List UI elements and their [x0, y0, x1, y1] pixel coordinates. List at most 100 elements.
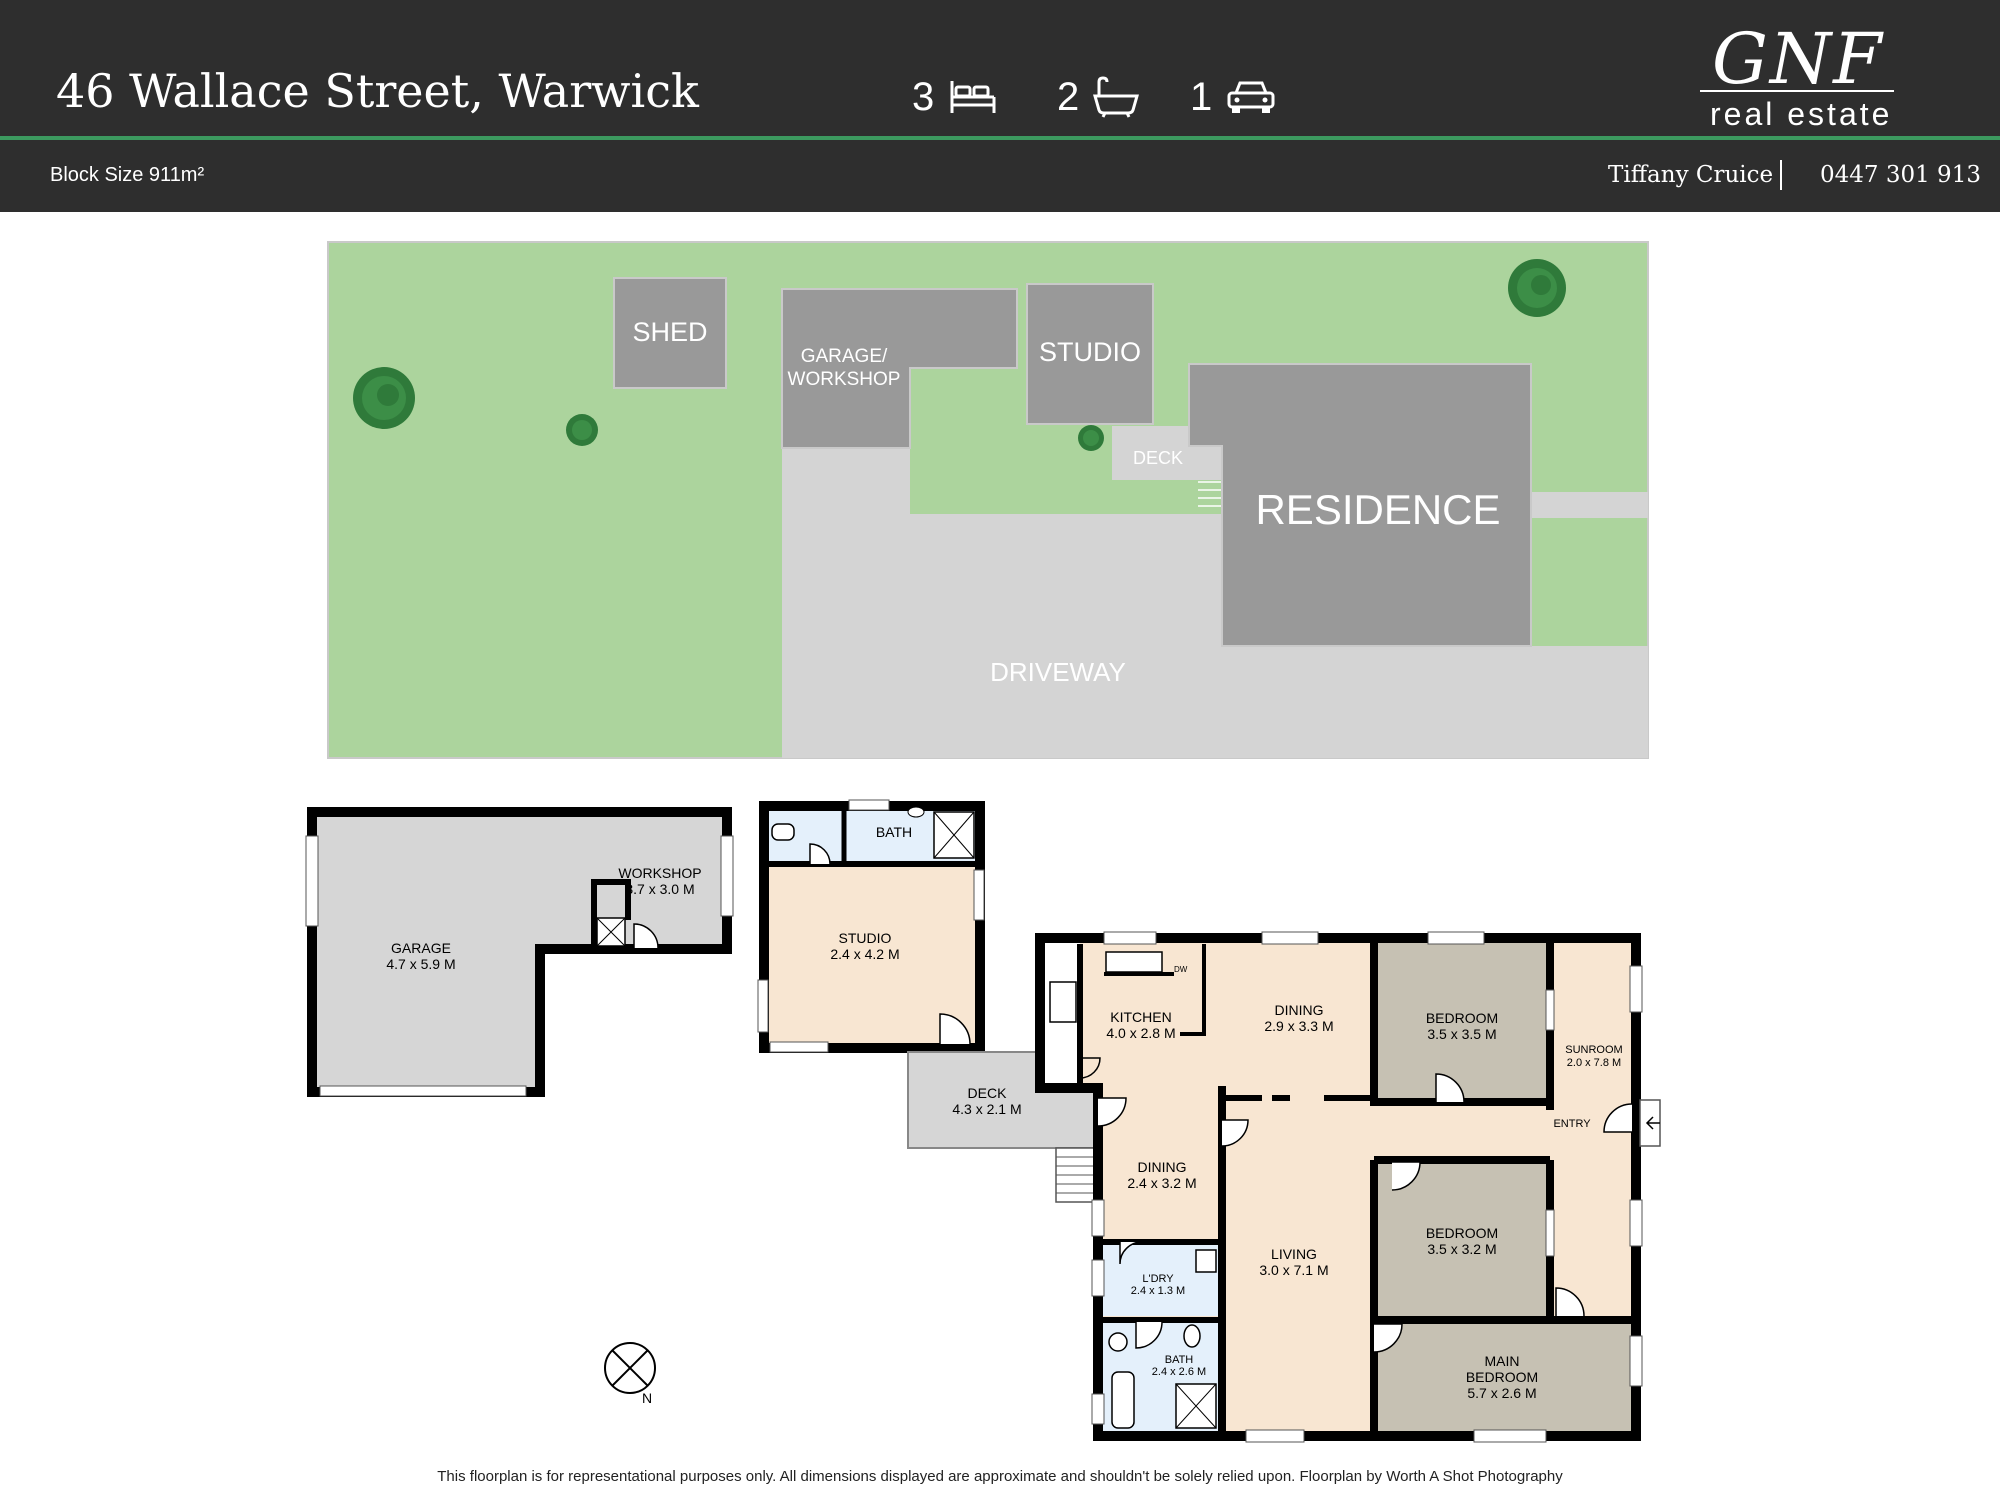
room-name: ENTRY	[1553, 1118, 1591, 1130]
workshop-store-walls	[591, 879, 631, 948]
bedrooms-count: 3	[912, 74, 935, 119]
room-size: 4.7 x 5.9 M	[386, 956, 455, 972]
block-size: Block Size 911m²	[50, 164, 205, 186]
bathrooms-feature: 2	[1057, 72, 1140, 122]
carspaces-count: 1	[1190, 74, 1213, 119]
door-swing	[1555, 1287, 1585, 1317]
carspaces-feature: 1	[1190, 72, 1276, 122]
basin-icon	[1108, 1332, 1128, 1352]
garage-workshop-building	[781, 288, 1018, 449]
door-swing	[633, 923, 659, 949]
car-icon	[1227, 81, 1275, 113]
door-swing	[809, 843, 831, 865]
garage-door-opening	[319, 1085, 527, 1097]
room-size: 2.4 x 3.2 M	[1127, 1175, 1196, 1191]
room-name: BEDROOM	[1426, 1225, 1498, 1241]
tree-icon	[566, 414, 598, 446]
window	[1091, 1393, 1105, 1425]
deck-steps	[1055, 1147, 1097, 1203]
laundry-tub-icon	[1195, 1249, 1217, 1273]
door-swing	[1135, 1321, 1163, 1349]
room-name: BEDROOM	[1426, 1010, 1498, 1026]
door-swing	[1097, 1097, 1127, 1127]
studio-building	[1026, 283, 1154, 425]
logo-tagline: real estate	[1710, 96, 1893, 132]
room-size: 2.9 x 3.3 M	[1264, 1018, 1333, 1034]
residence-building	[1188, 363, 1532, 647]
tree-icon	[1508, 259, 1566, 317]
shower-cross	[933, 811, 975, 859]
garage-walls	[307, 807, 732, 1097]
room-size: 4.3 x 2.1 M	[952, 1101, 1021, 1117]
toilet-icon	[1183, 1324, 1201, 1348]
room-name: LIVING	[1271, 1246, 1317, 1262]
basin-icon	[907, 806, 925, 818]
door-swing	[1603, 1103, 1633, 1133]
window	[1261, 931, 1319, 945]
window	[757, 979, 769, 1033]
room-size: 3.5 x 3.5 M	[1427, 1026, 1496, 1042]
bathtub-icon	[1111, 1371, 1135, 1429]
window	[973, 869, 985, 921]
room-size: 3.5 x 3.2 M	[1427, 1241, 1496, 1257]
bathtub-icon	[1093, 76, 1140, 118]
driveway-label: DRIVEWAY	[990, 657, 1126, 687]
room-size: 4.0 x 2.8 M	[1106, 1025, 1175, 1041]
entry-arrow-icon	[1645, 1116, 1660, 1130]
residence-label: RESIDENCE	[1255, 486, 1500, 533]
garage-workshop-label-1: GARAGE/	[801, 346, 888, 367]
tree-icon	[353, 367, 415, 429]
disclaimer: This floorplan is for representational p…	[437, 1468, 1563, 1485]
window	[1091, 1199, 1105, 1237]
door-swing	[1079, 1057, 1101, 1079]
garage-workshop-label-2: WORKSHOP	[788, 369, 901, 390]
window	[1091, 1259, 1105, 1297]
kitchen-counter	[1104, 972, 1174, 976]
room-size: 2.4 x 4.2 M	[830, 946, 899, 962]
room-name: STUDIO	[839, 930, 892, 946]
window	[1629, 965, 1643, 1013]
logo-wordmark: GNF	[1712, 18, 1884, 100]
door-swing	[1391, 1161, 1421, 1191]
shower-cross	[1175, 1383, 1217, 1429]
header-bar	[0, 0, 2000, 212]
window	[1545, 1209, 1555, 1257]
studio-label: STUDIO	[1039, 337, 1141, 367]
door-swing	[939, 1013, 971, 1045]
room-name: DINING	[1138, 1159, 1187, 1175]
header-accent-line	[0, 136, 2000, 140]
driveway-area	[782, 448, 1648, 758]
room-name: BATH	[1165, 1354, 1194, 1366]
tree-icon	[1078, 425, 1104, 451]
window	[1427, 931, 1485, 945]
dishwasher-label: DW	[1174, 965, 1188, 974]
door-swing	[1373, 1323, 1403, 1353]
kitchen-sink	[1105, 951, 1163, 973]
room-name: L'DRY	[1142, 1273, 1174, 1285]
window	[1245, 1429, 1305, 1443]
window	[769, 1041, 829, 1053]
room-size: 5.7 x 2.6 M	[1467, 1385, 1536, 1401]
door-swing	[1435, 1073, 1465, 1103]
window	[1545, 989, 1555, 1031]
room-name: SUNROOM	[1565, 1044, 1622, 1056]
shed-label: SHED	[632, 317, 707, 347]
window	[1103, 931, 1157, 945]
room-name: DINING	[1275, 1002, 1324, 1018]
bed-icon	[950, 81, 996, 113]
compass-north-label: N	[642, 1390, 652, 1406]
agent-divider	[1780, 160, 1782, 190]
room-size: 2.0 x 7.8 M	[1567, 1057, 1621, 1069]
room-size: 3.7 x 3.0 M	[625, 881, 694, 897]
room-name: BATH	[876, 824, 912, 840]
shed-building	[613, 277, 727, 389]
property-address: 46 Wallace Street, Warwick	[56, 64, 699, 118]
door-swing	[1221, 1119, 1249, 1147]
main-bedroom-room	[1374, 1322, 1632, 1432]
window	[1629, 1335, 1643, 1387]
window	[848, 799, 890, 811]
room-name: WORKSHOP	[618, 865, 701, 881]
bathrooms-count: 2	[1057, 74, 1080, 119]
room-name: KITCHEN	[1110, 1009, 1171, 1025]
